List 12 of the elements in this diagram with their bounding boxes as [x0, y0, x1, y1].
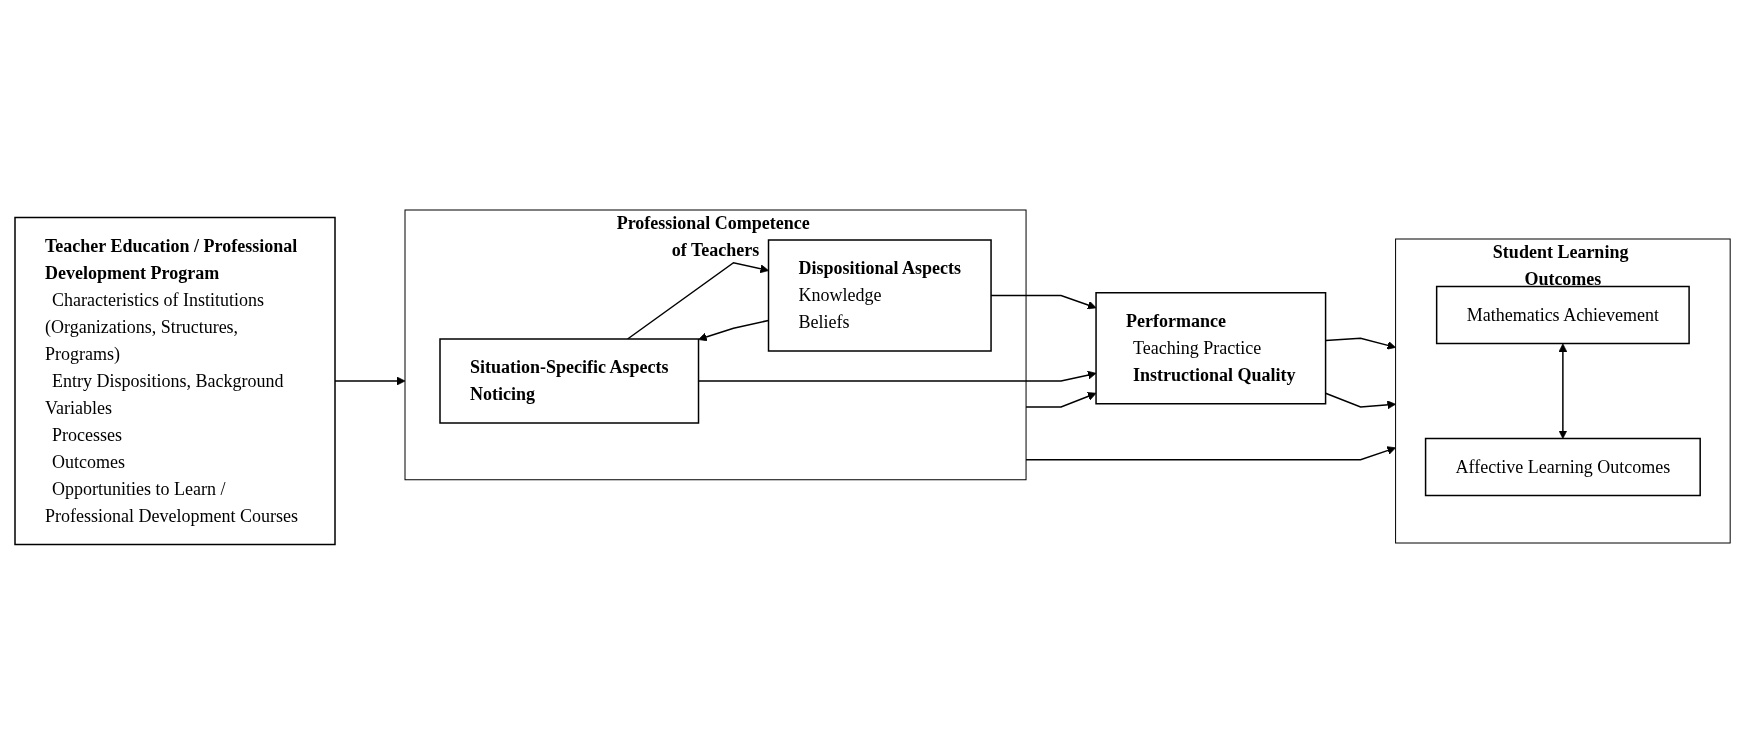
arrow: [1325, 392, 1397, 410]
arrow: [1025, 392, 1097, 408]
arrow: [698, 371, 1097, 382]
node-box: Dispositional Aspects Knowledge Beliefs: [768, 239, 993, 352]
node-box: Affective Learning Outcomes: [1425, 438, 1702, 497]
node-box: Teacher Education / Professional Development Program Characteristics of Institutions (Organizations, Structures, Programs) Entry Dispositions, Background Variables Processes Outcomes Opportunities to Learn / Professional Development Courses: [14, 217, 337, 546]
node-box: Mathematics Achievement: [1436, 286, 1691, 345]
node-box: Performance Teaching Practice Instructional Quality: [1095, 292, 1327, 405]
arrow: [1325, 337, 1397, 350]
arrow: [1025, 446, 1397, 461]
node-box: Situation-Specific Aspects Noticing: [439, 338, 700, 424]
arrow: [1558, 343, 1568, 440]
